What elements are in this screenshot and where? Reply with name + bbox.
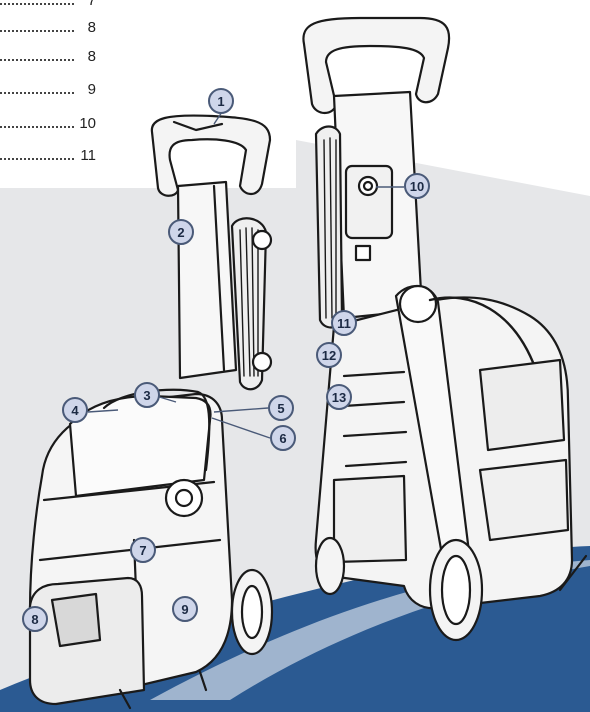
leader-line [211, 417, 271, 439]
leader-line [87, 409, 119, 413]
leader-line [213, 111, 223, 125]
callout-9: 9 [172, 596, 198, 622]
callout-1: 1 [208, 88, 234, 114]
rear-view-machine [302, 16, 588, 642]
toc-row: 11 [0, 143, 96, 165]
toc-row: 10 [0, 111, 96, 133]
callout-2: 2 [168, 219, 194, 245]
toc-page-number: 8 [85, 19, 96, 37]
toc-row: 7 [0, 0, 96, 10]
callout-7: 7 [130, 537, 156, 563]
callout-3: 3 [134, 382, 160, 408]
callout-5: 5 [268, 395, 294, 421]
toc-leader-dots [0, 92, 74, 94]
toc-row: 8 [0, 15, 96, 37]
toc-leader-dots [0, 158, 74, 160]
toc-leader-dots [0, 3, 74, 5]
callout-11: 11 [331, 310, 357, 336]
toc-row: 9 [0, 77, 96, 99]
toc-page-number: 10 [77, 115, 96, 133]
callout-12: 12 [316, 342, 342, 368]
leader-lines [87, 111, 404, 439]
leader-line [213, 407, 269, 413]
callout-10: 10 [404, 173, 430, 199]
callout-13: 13 [326, 384, 352, 410]
toc-page-number: 8 [85, 48, 96, 66]
floor-highlight [150, 560, 590, 700]
toc-page-number: 7 [85, 0, 96, 10]
toc-leader-dots [0, 126, 74, 128]
callout-4: 4 [62, 397, 88, 423]
callout-6: 6 [270, 425, 296, 451]
toc-page-number: 11 [78, 147, 96, 165]
callout-8: 8 [22, 606, 48, 632]
toc-leader-dots [0, 30, 74, 32]
toc-row: 8 [0, 44, 96, 66]
toc-page-number: 9 [85, 81, 96, 99]
toc-leader-dots [0, 59, 74, 61]
